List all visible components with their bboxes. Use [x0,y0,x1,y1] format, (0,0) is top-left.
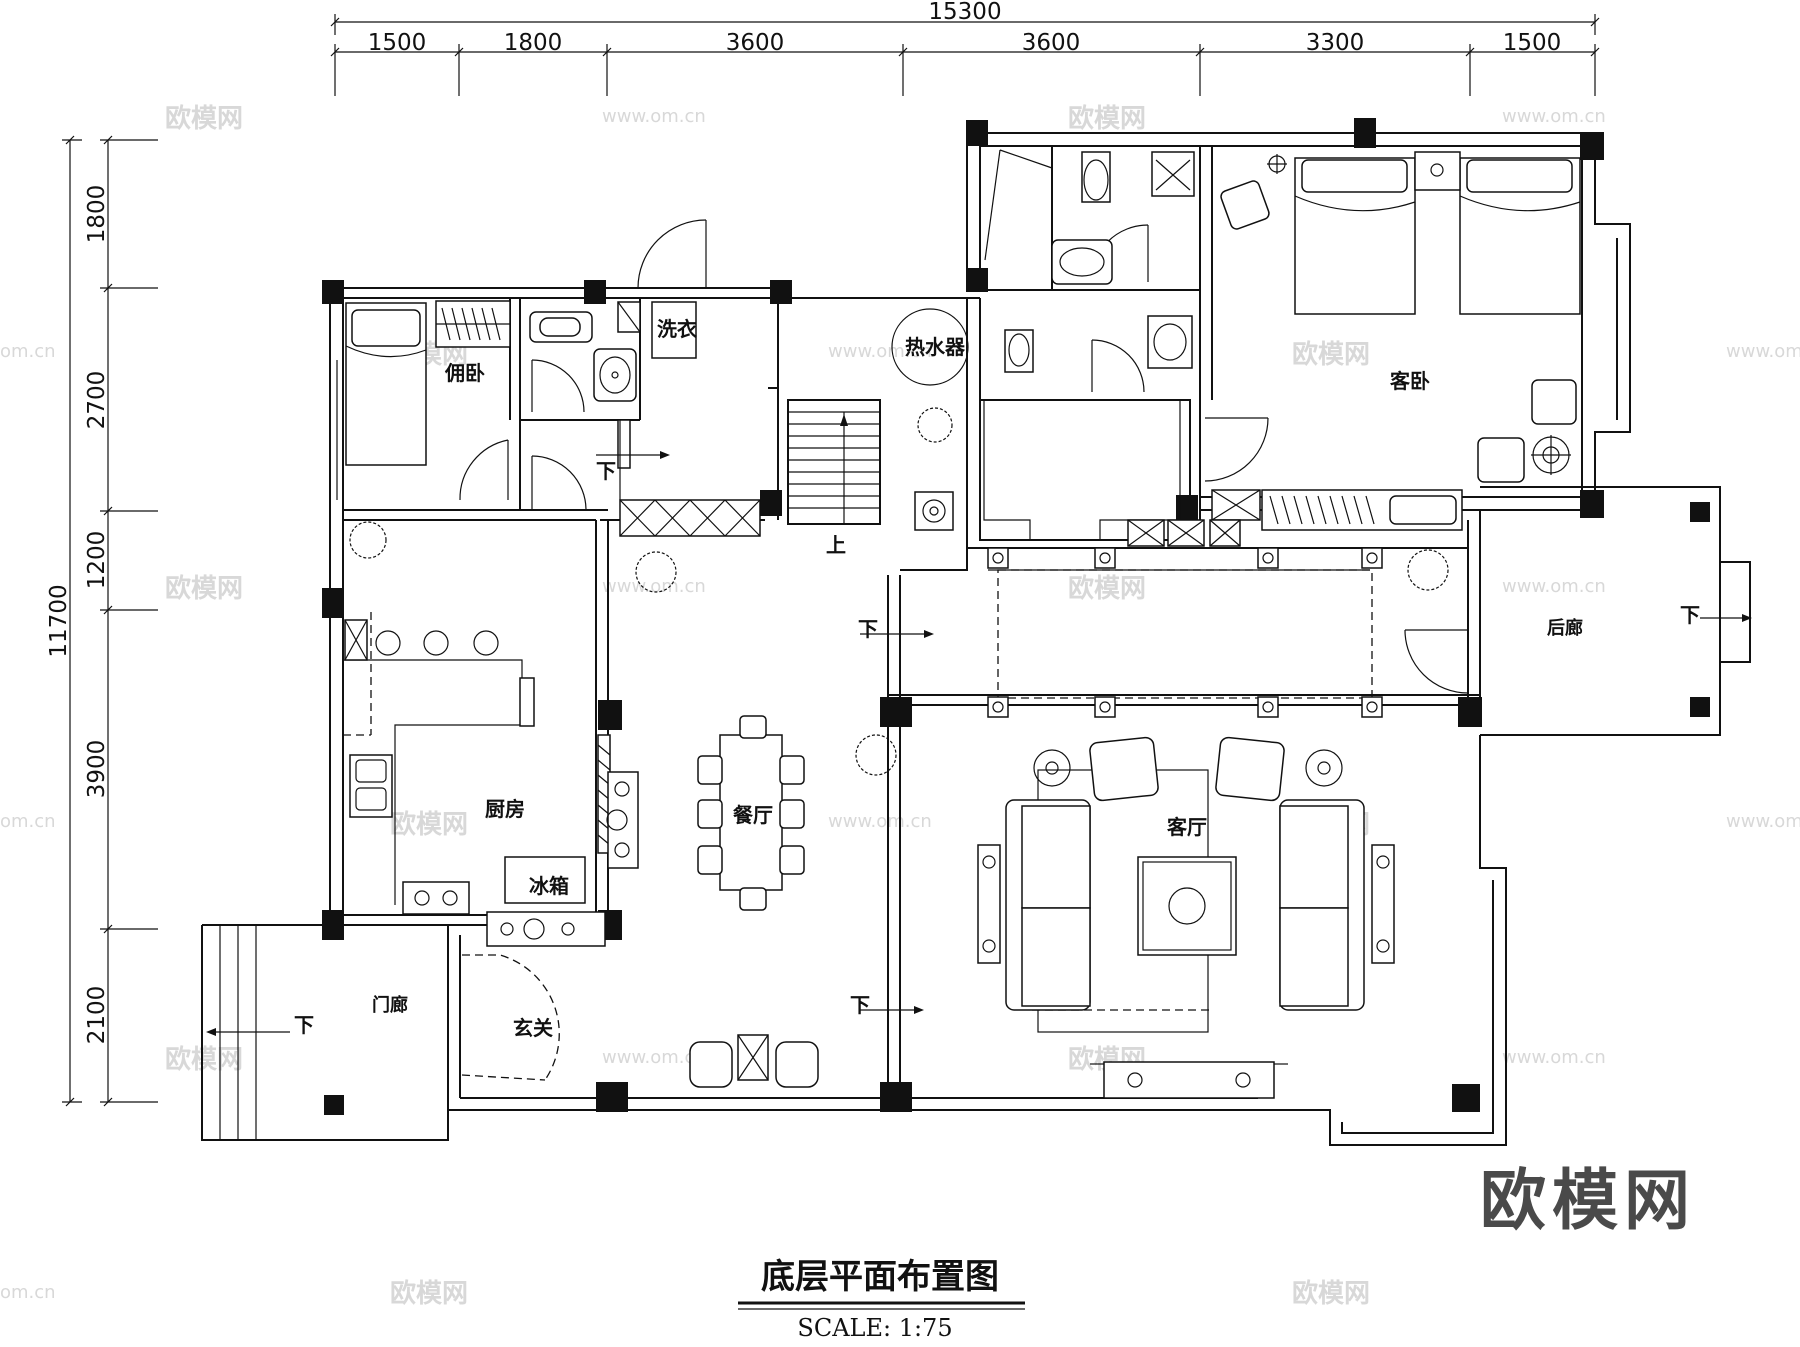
left-dimension-chain: 11700 1800 2700 1200 3900 2100 [46,135,158,1107]
watermark-url: www.om.cn [1726,341,1800,362]
title-block: 底层平面布置图 SCALE: 1:75 [738,1257,1025,1342]
servant-bedroom-furniture [336,300,511,500]
watermark-url-fragment: om.cn [0,1282,56,1303]
guest-bedroom-furniture [1127,151,1581,547]
watermark-logo: 欧模网 [165,1044,243,1075]
watermark-url: www.om.cn [1502,576,1606,597]
watermark-logo: 欧模网 [1068,103,1146,134]
watermark-url: www.om.cn [1726,811,1800,832]
top-dimension-segment: 1800 [504,30,563,56]
servant-bath-fixtures [529,301,697,469]
down-marker: 下 [850,993,870,1017]
left-dimension-segment: 3900 [84,740,110,799]
up-marker: 上 [826,533,846,557]
watermark-url: www.om.cn [828,811,932,832]
watermark-url: www.om.cn [828,341,932,362]
room-label-kitchen: 厨房 [485,797,525,821]
room-label-living-room: 客厅 [1166,815,1207,839]
top-total-dimension: 15300 [928,0,1001,25]
watermark-logo: 欧模网 [1292,1278,1370,1309]
room-label-servant-bedroom: 佣卧 [444,361,485,385]
room-label-dining-room: 餐厅 [733,803,773,827]
room-label-guest-bedroom: 客卧 [1389,369,1430,393]
drawing-title: 底层平面布置图 [761,1257,999,1297]
watermark-url-fragment: om.cn [0,811,56,832]
watermark-logo: 欧模网 [1292,339,1370,370]
top-dimension-segment: 3600 [726,30,785,56]
room-label-water-heater: 热水器 [905,335,966,359]
colonnade [987,547,1383,718]
room-label-back-porch: 后廊 [1547,617,1583,639]
down-marker: 下 [858,617,878,641]
room-labels: 佣卧 洗衣 热水器 客卧 厨房 餐厅 客厅 冰箱 门廊 玄关 后廊 下 上 下 … [294,317,1700,1040]
potted-plants [349,407,1449,776]
kitchen-furniture [343,612,639,947]
down-marker: 下 [596,459,616,483]
structural-columns [322,118,1710,1115]
room-label-fridge: 冰箱 [529,874,569,898]
left-dimension-segment: 2100 [84,986,110,1045]
watermark-logo: 欧模网 [390,809,468,840]
top-segment-ticks [330,44,1600,96]
level-arrows [206,614,1752,1036]
doors [459,149,1469,1081]
top-dimension-segment: 1500 [1503,30,1562,56]
top-dimension-segment: 3600 [1022,30,1081,56]
watermark-url: www.om.cn [1502,1047,1606,1068]
watermark-url: www.om.cn [602,1047,706,1068]
room-label-foyer: 玄关 [513,1016,553,1040]
watermark-brand-large: 欧模网 [1480,1162,1696,1239]
left-dimension-segment: 1200 [84,531,110,590]
left-total-dimension: 11700 [46,584,72,657]
staircase [596,399,881,537]
watermark-url: www.om.cn [602,106,706,127]
central-bathroom-fixtures [983,151,1195,541]
watermark-url: www.om.cn [1502,106,1606,127]
room-label-front-porch: 门廊 [372,994,408,1016]
watermark-logo: 欧模网 [1068,573,1146,604]
watermark-logo: 欧模网 [165,573,243,604]
left-segment-ticks [100,135,158,1107]
left-dimension-segment: 2700 [84,371,110,430]
watermark-logo: 欧模网 [390,1278,468,1309]
watermark-url-fragment: om.cn [0,341,56,362]
room-label-laundry: 洗衣 [657,317,697,341]
dining-furniture [689,715,819,1088]
left-dimension-segment: 1800 [84,185,110,244]
watermark-logo: 欧模网 [165,103,243,134]
down-marker: 下 [294,1013,314,1037]
watermark-url: www.om.cn [602,576,706,597]
top-dimension-segment: 1500 [368,30,427,56]
top-dimension-segment: 3300 [1306,30,1365,56]
drawing-scale: SCALE: 1:75 [797,1314,952,1342]
water-heater [891,308,969,386]
down-marker: 下 [1680,603,1700,627]
living-room-furniture [977,736,1395,1099]
top-dimension-chain: 15300 1500 1800 3600 3600 3300 1500 [330,0,1600,96]
